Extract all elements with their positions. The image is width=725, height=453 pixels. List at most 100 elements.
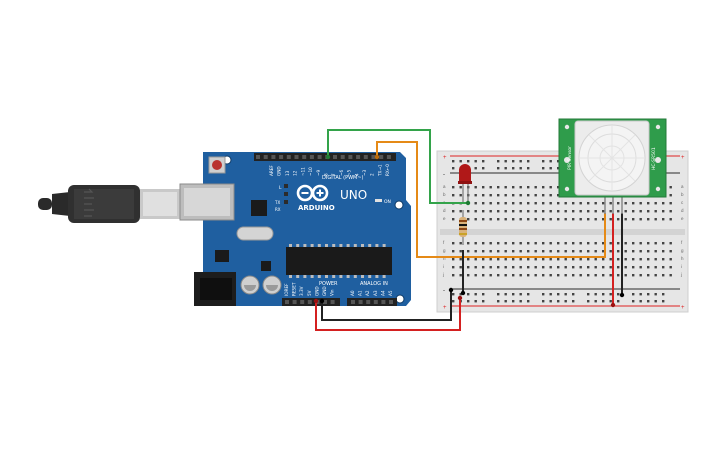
breadboard-hole[interactable] <box>482 218 485 221</box>
breadboard-hole[interactable] <box>467 242 470 245</box>
breadboard-hole[interactable] <box>452 210 455 213</box>
breadboard-hole[interactable] <box>467 250 470 253</box>
breadboard-hole[interactable] <box>602 300 605 303</box>
breadboard-hole[interactable] <box>662 258 665 261</box>
digital-pin-hole[interactable] <box>271 155 276 159</box>
breadboard-hole[interactable] <box>504 186 507 189</box>
breadboard-hole[interactable] <box>542 242 545 245</box>
breadboard-hole[interactable] <box>504 250 507 253</box>
breadboard-hole[interactable] <box>534 242 537 245</box>
breadboard-hole[interactable] <box>564 218 567 221</box>
breadboard-hole[interactable] <box>639 218 642 221</box>
breadboard-hole[interactable] <box>527 218 530 221</box>
breadboard-hole[interactable] <box>459 160 462 163</box>
digital-pin-hole[interactable] <box>386 155 391 159</box>
breadboard-hole[interactable] <box>519 210 522 213</box>
breadboard-hole[interactable] <box>542 266 545 269</box>
breadboard-hole[interactable] <box>602 218 605 221</box>
breadboard-hole[interactable] <box>549 194 552 197</box>
breadboard-hole[interactable] <box>474 160 477 163</box>
breadboard-hole[interactable] <box>534 194 537 197</box>
breadboard-hole[interactable] <box>639 202 642 205</box>
breadboard-hole[interactable] <box>647 266 650 269</box>
breadboard-hole[interactable] <box>452 266 455 269</box>
breadboard-hole[interactable] <box>542 250 545 253</box>
breadboard-hole[interactable] <box>624 258 627 261</box>
breadboard-hole[interactable] <box>542 258 545 261</box>
breadboard-hole[interactable] <box>579 274 582 277</box>
breadboard-hole[interactable] <box>654 202 657 205</box>
breadboard-hole[interactable] <box>497 167 500 170</box>
breadboard-hole[interactable] <box>617 218 620 221</box>
breadboard-hole[interactable] <box>542 160 545 163</box>
breadboard-hole[interactable] <box>482 242 485 245</box>
breadboard-hole[interactable] <box>564 242 567 245</box>
breadboard-hole[interactable] <box>549 250 552 253</box>
breadboard-hole[interactable] <box>602 210 605 213</box>
breadboard-hole[interactable] <box>669 250 672 253</box>
breadboard-hole[interactable] <box>474 258 477 261</box>
breadboard-hole[interactable] <box>512 186 515 189</box>
breadboard-hole[interactable] <box>557 293 560 296</box>
breadboard-hole[interactable] <box>662 218 665 221</box>
breadboard-hole[interactable] <box>654 300 657 303</box>
breadboard-hole[interactable] <box>662 202 665 205</box>
breadboard-hole[interactable] <box>579 266 582 269</box>
breadboard-hole[interactable] <box>587 250 590 253</box>
breadboard-hole[interactable] <box>572 250 575 253</box>
breadboard-hole[interactable] <box>624 274 627 277</box>
breadboard-hole[interactable] <box>602 293 605 296</box>
breadboard-hole[interactable] <box>617 202 620 205</box>
breadboard-hole[interactable] <box>512 274 515 277</box>
breadboard-hole[interactable] <box>639 293 642 296</box>
breadboard-hole[interactable] <box>639 242 642 245</box>
breadboard-hole[interactable] <box>617 274 620 277</box>
breadboard-hole[interactable] <box>459 194 462 197</box>
breadboard-hole[interactable] <box>467 300 470 303</box>
breadboard-hole[interactable] <box>459 258 462 261</box>
breadboard-hole[interactable] <box>452 167 455 170</box>
breadboard-hole[interactable] <box>474 242 477 245</box>
breadboard-hole[interactable] <box>669 186 672 189</box>
breadboard-hole[interactable] <box>549 186 552 189</box>
breadboard-hole[interactable] <box>497 242 500 245</box>
breadboard-hole[interactable] <box>662 242 665 245</box>
digital-pin-hole[interactable] <box>356 155 361 159</box>
breadboard-hole[interactable] <box>594 218 597 221</box>
breadboard-hole[interactable] <box>504 274 507 277</box>
power-pin-hole[interactable] <box>300 300 305 304</box>
breadboard-hole[interactable] <box>594 293 597 296</box>
breadboard-hole[interactable] <box>497 274 500 277</box>
breadboard-hole[interactable] <box>587 242 590 245</box>
breadboard-hole[interactable] <box>564 293 567 296</box>
breadboard-hole[interactable] <box>512 202 515 205</box>
breadboard-hole[interactable] <box>512 293 515 296</box>
breadboard-hole[interactable] <box>617 266 620 269</box>
breadboard-hole[interactable] <box>512 250 515 253</box>
breadboard-hole[interactable] <box>654 210 657 213</box>
reset-button[interactable] <box>208 156 226 174</box>
breadboard-hole[interactable] <box>549 210 552 213</box>
breadboard-hole[interactable] <box>572 202 575 205</box>
breadboard-hole[interactable] <box>557 300 560 303</box>
breadboard-hole[interactable] <box>587 210 590 213</box>
breadboard-hole[interactable] <box>557 194 560 197</box>
breadboard-hole[interactable] <box>669 258 672 261</box>
breadboard-hole[interactable] <box>542 186 545 189</box>
breadboard-hole[interactable] <box>609 210 612 213</box>
breadboard-hole[interactable] <box>549 258 552 261</box>
breadboard-hole[interactable] <box>609 266 612 269</box>
breadboard-hole[interactable] <box>527 194 530 197</box>
breadboard-hole[interactable] <box>654 242 657 245</box>
breadboard-hole[interactable] <box>594 274 597 277</box>
breadboard-hole[interactable] <box>519 202 522 205</box>
breadboard-hole[interactable] <box>489 274 492 277</box>
breadboard-hole[interactable] <box>587 274 590 277</box>
breadboard-hole[interactable] <box>459 242 462 245</box>
breadboard-hole[interactable] <box>467 160 470 163</box>
wire-red[interactable] <box>315 298 461 331</box>
breadboard-hole[interactable] <box>452 250 455 253</box>
breadboard-hole[interactable] <box>452 242 455 245</box>
breadboard-hole[interactable] <box>527 202 530 205</box>
breadboard-hole[interactable] <box>512 194 515 197</box>
